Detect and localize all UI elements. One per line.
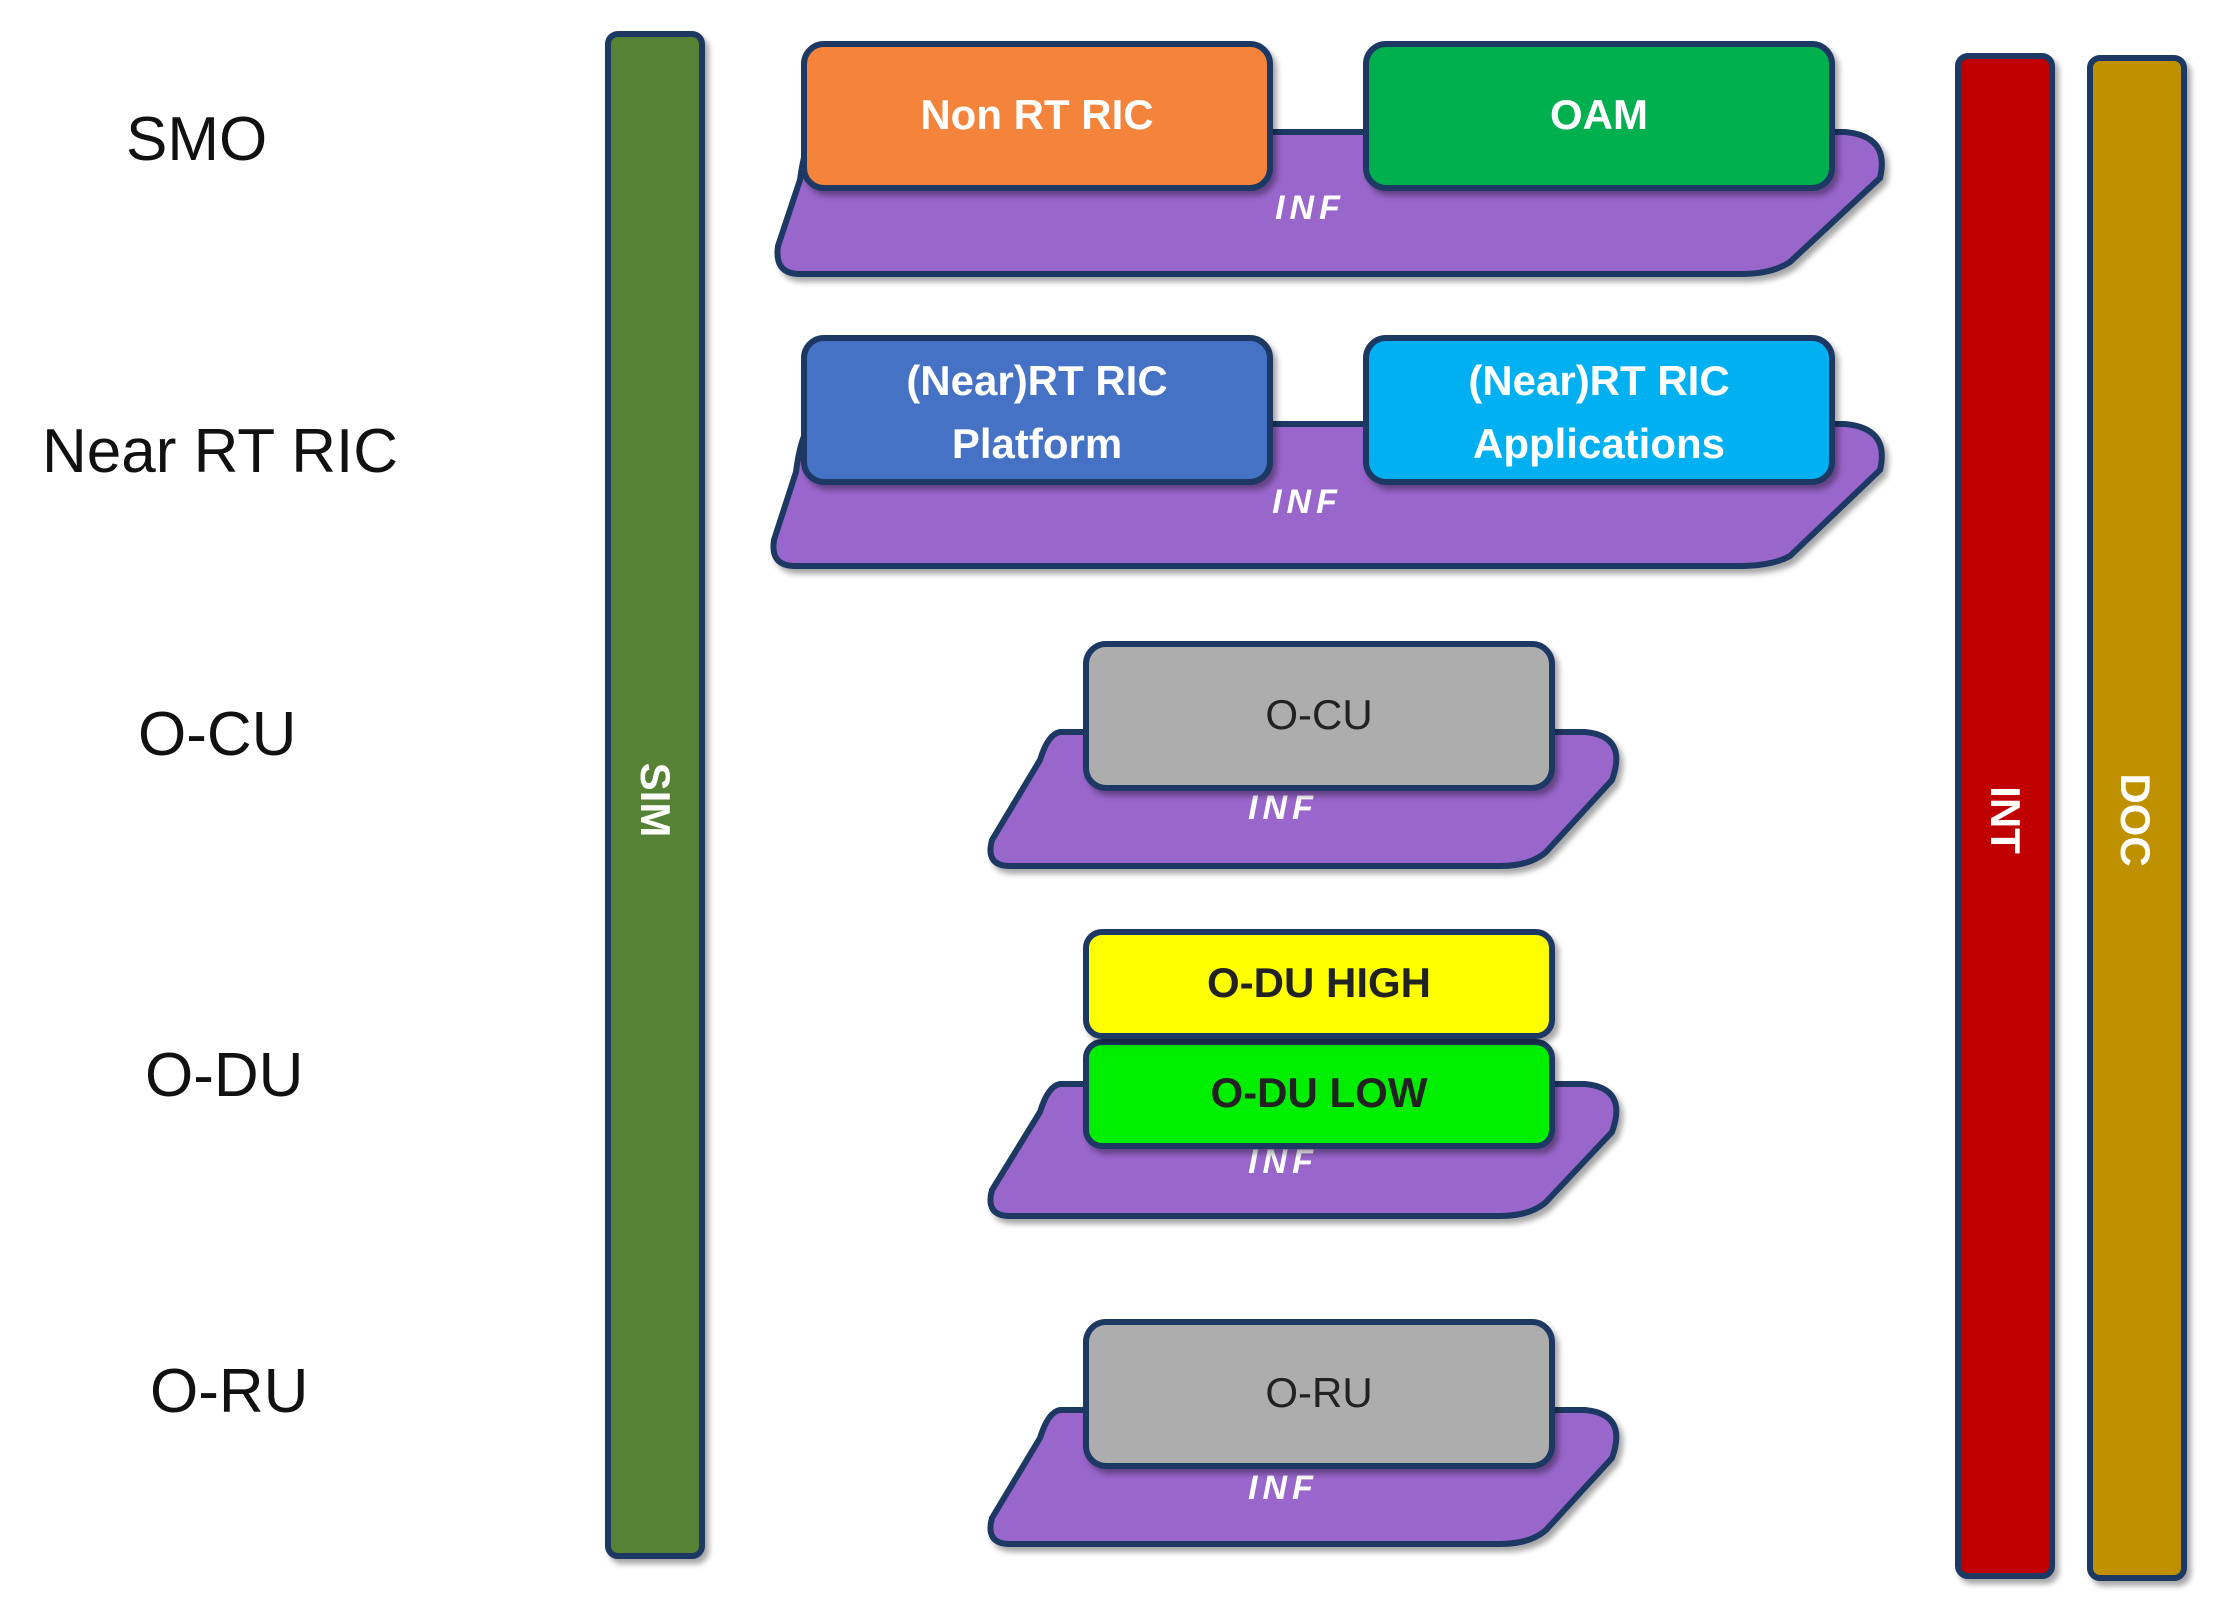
oam-box [1363, 41, 1835, 191]
row-label-o-cu: O-CU [138, 700, 296, 769]
oam-label: OAM [1550, 91, 1648, 138]
sim-bar [605, 31, 705, 1559]
o-cu-box [1083, 641, 1555, 791]
sim-bar-label: SIM [632, 763, 679, 838]
o-ru-box-label: O-RU [1265, 1369, 1372, 1416]
near-rt-ric-platform-label-line1: (Near)RT RIC [906, 357, 1167, 404]
row-label-smo: SMO [126, 105, 267, 174]
int-bar [1955, 53, 2055, 1579]
smo-inf-label: INF [1275, 189, 1345, 227]
doc-bar [2087, 55, 2187, 1581]
near-rt-ric-platform-label-line2: Platform [952, 420, 1122, 467]
non-rt-ric-label: Non RT RIC [920, 91, 1153, 138]
int-bar-label: INT [1982, 786, 2029, 854]
o-ru-box [1083, 1319, 1555, 1469]
row-label-o-ru: O-RU [150, 1357, 308, 1426]
near-rt-ric-apps-label-line1: (Near)RT RIC [1468, 357, 1729, 404]
doc-bar-label: DOC [2112, 773, 2159, 866]
o-du-high-box [1083, 929, 1555, 1039]
near-rt-ric-apps-label-line2: Applications [1473, 420, 1725, 467]
o-du-high-label: O-DU HIGH [1207, 959, 1431, 1006]
near-rt-ric-apps-box [1363, 335, 1835, 485]
o-cu-box-label: O-CU [1265, 691, 1372, 738]
o-ru-inf-label: INF [1248, 1469, 1318, 1507]
non-rt-ric-box [801, 41, 1273, 191]
near-rt-ric-platform-box [801, 335, 1273, 485]
o-du-inf-label: INF [1248, 1143, 1318, 1181]
row-label-near-rt-ric: Near RT RIC [42, 417, 398, 486]
near-rt-ric-inf-label: INF [1272, 483, 1342, 521]
o-du-low-box [1083, 1039, 1555, 1149]
o-du-low-label: O-DU LOW [1211, 1069, 1428, 1116]
o-cu-inf-label: INF [1248, 789, 1318, 827]
row-label-o-du: O-DU [145, 1041, 303, 1110]
